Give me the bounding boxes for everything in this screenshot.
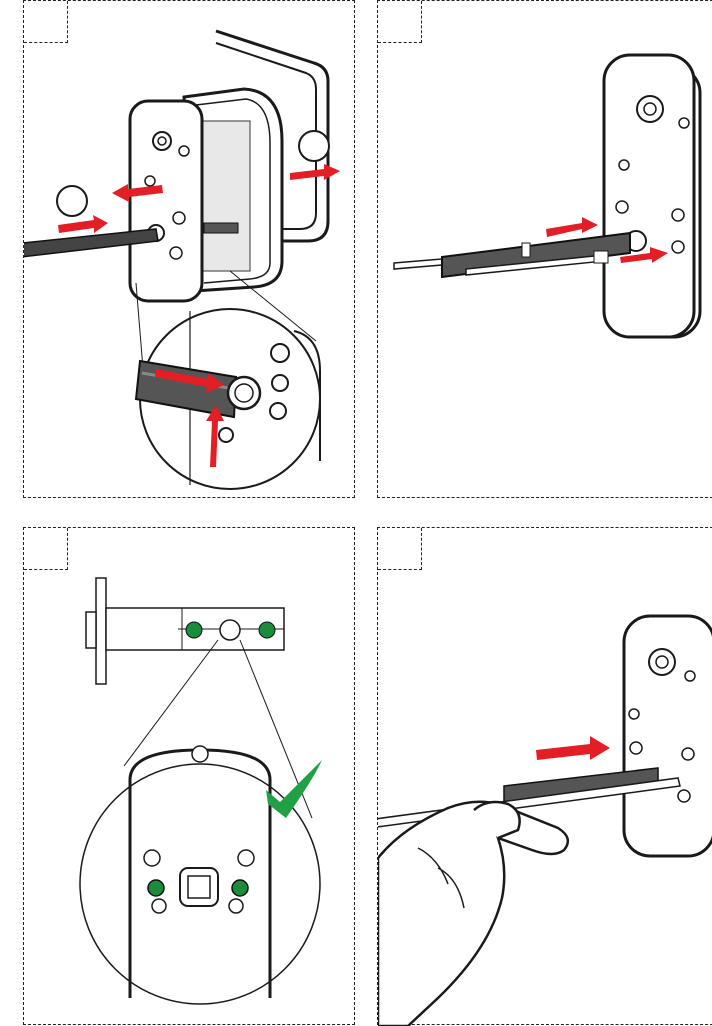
arrow-right-icon <box>536 736 610 760</box>
screw-marker-green <box>232 880 248 896</box>
hand-insert-rod-illustration <box>378 528 712 1026</box>
screw-marker-green <box>259 622 275 638</box>
screw-icon <box>144 850 160 866</box>
step-panel-2 <box>377 0 712 498</box>
step-panel-3 <box>23 527 355 1025</box>
step-panel-4 <box>377 527 712 1025</box>
sub-step-marker <box>299 131 329 161</box>
screw-icon <box>152 899 166 913</box>
escutcheon-plate <box>604 55 694 337</box>
arrow-right-icon <box>58 215 108 233</box>
screw-marker-green <box>148 880 164 896</box>
screw-position-illustration <box>24 528 356 1026</box>
spindle-assembly-illustration <box>378 1 712 499</box>
escutcheon-plate <box>624 616 712 856</box>
screw-marker-green <box>186 622 202 638</box>
lock-spindle-insertion-illustration <box>24 1 356 499</box>
arrow-right-icon <box>546 217 598 237</box>
sub-step-marker <box>57 186 87 216</box>
screw-icon <box>229 899 243 913</box>
step-panel-1 <box>23 0 355 498</box>
escutcheon-plate <box>130 101 202 301</box>
hand-icon <box>378 802 568 1026</box>
screw-icon <box>238 850 254 866</box>
